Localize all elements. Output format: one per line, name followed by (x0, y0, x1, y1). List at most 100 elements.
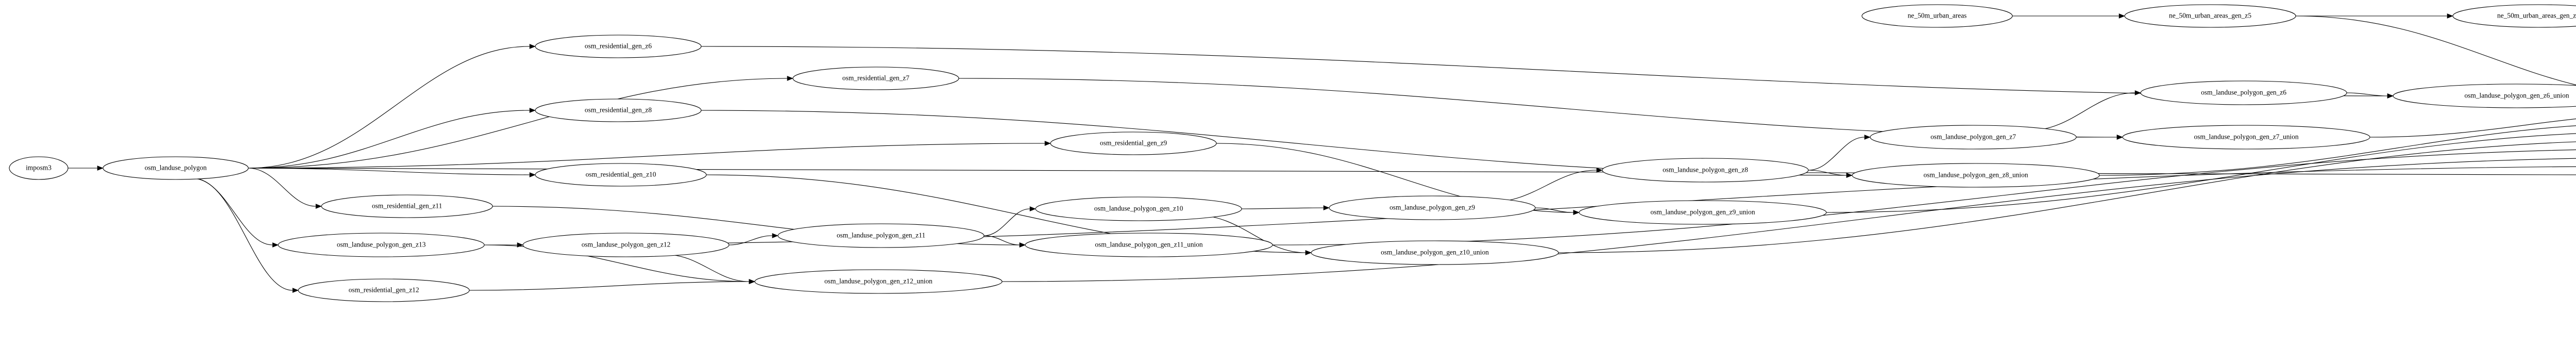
node-ellipse (1035, 196, 1242, 221)
node-label: osm_landuse_polygon_gen_z6_union (2464, 92, 2569, 100)
graph-node-osm_landuse_polygon_gen_z8[interactable]: osm_landuse_polygon_gen_z8 (1602, 158, 1809, 183)
graph-node-osm_landuse_polygon_gen_z6_union[interactable]: osm_landuse_polygon_gen_z6_union (2393, 84, 2576, 108)
arrow-head-icon (1846, 173, 1853, 178)
graph-node-osm_landuse_polygon_gen_z10[interactable]: osm_landuse_polygon_gen_z10 (1035, 196, 1242, 221)
edge-line (664, 254, 749, 282)
node-label: osm_residential_gen_z7 (842, 74, 909, 82)
graph-node-osm_residential_gen_z11[interactable]: osm_residential_gen_z11 (321, 194, 493, 218)
arrow-head-icon (1573, 210, 1580, 215)
edge-line (1808, 137, 1865, 171)
arrow-head-icon (1019, 242, 1026, 248)
graph-edge-osm_landuse_polygon_gen_z8-to-osm_landuse_polygon_gen_z8_union (1808, 170, 1853, 178)
node-label: osm_residential_gen_z11 (372, 202, 442, 210)
arrow-head-icon (1864, 135, 1871, 140)
arrow-head-icon (315, 204, 322, 209)
graph-edge-osm_landuse_polygon_gen_z11_union-to-layer_landuse_z11 (1272, 149, 2576, 245)
edge-line (193, 178, 293, 291)
graph-node-osm_landuse_polygon_gen_z7[interactable]: osm_landuse_polygon_gen_z7 (1870, 125, 2077, 150)
graph-node-osm_residential_gen_z12[interactable]: osm_residential_gen_z12 (298, 278, 470, 302)
graph-node-osm_landuse_polygon_gen_z11_union[interactable]: osm_landuse_polygon_gen_z11_union (1025, 233, 1273, 257)
node-ellipse (9, 156, 69, 180)
edge-line (1558, 141, 2576, 253)
graph-edge-osm_landuse_polygon_gen_z7_union-to-layer_landuse_z7 (2369, 118, 2576, 138)
graph-edge-osm_landuse_polygon_gen_z11-to-osm_landuse_polygon_gen_z11_union (984, 235, 1026, 248)
node-label: osm_residential_gen_z6 (585, 42, 652, 50)
graph-edge-osm_residential_gen_z6-to-osm_landuse_polygon_gen_z6_union (701, 46, 2394, 98)
graph-node-osm_landuse_polygon_gen_z6[interactable]: osm_landuse_polygon_gen_z6 (2140, 80, 2347, 105)
node-ellipse (535, 163, 707, 187)
graph-node-osm_residential_gen_z9[interactable]: osm_residential_gen_z9 (1050, 131, 1217, 155)
graph-edge-imposm3-to-osm_landuse_polygon (68, 166, 104, 171)
arrow-head-icon (2116, 135, 2123, 140)
graph-edge-osm_landuse_polygon_gen_z8-to-osm_landuse_polygon_gen_z7 (1808, 135, 1871, 171)
graph-edge-osm_residential_gen_z12-to-osm_landuse_polygon_gen_z12_union (469, 279, 755, 291)
arrow-head-icon (97, 166, 104, 171)
edge-line (248, 46, 530, 169)
edge-line (1490, 170, 1597, 203)
graph-edge-osm_landuse_polygon_gen_z9_union-to-layer_landuse_z9 (1826, 133, 2576, 213)
graph-node-osm_landuse_polygon_gen_z13[interactable]: osm_landuse_polygon_gen_z13 (278, 233, 485, 257)
edge-line (248, 110, 530, 169)
graph-node-osm_landuse_polygon_gen_z12[interactable]: osm_landuse_polygon_gen_z12 (522, 233, 730, 257)
graph-edge-osm_landuse_polygon-to-osm_residential_gen_z9 (248, 141, 1051, 169)
node-label: osm_landuse_polygon (145, 164, 207, 172)
edge-line (1241, 207, 1324, 209)
arrow-head-icon (1305, 250, 1312, 255)
node-ellipse (321, 194, 493, 218)
graph-node-imposm3[interactable]: imposm3 (9, 156, 69, 180)
arrow-head-icon (1323, 205, 1330, 210)
graph-node-osm_residential_gen_z7[interactable]: osm_residential_gen_z7 (792, 67, 959, 90)
node-ellipse (2140, 80, 2347, 105)
node-label: osm_landuse_polygon_gen_z11_union (1095, 241, 1203, 249)
graph-node-osm_landuse_polygon_gen_z7_union[interactable]: osm_landuse_polygon_gen_z7_union (2122, 125, 2370, 150)
node-ellipse (1602, 158, 1809, 183)
node-label: ne_50m_urban_areas_gen_z5 (2169, 12, 2251, 20)
node-ellipse (1311, 240, 1559, 265)
graph-node-osm_residential_gen_z8[interactable]: osm_residential_gen_z8 (535, 98, 702, 122)
graph-node-osm_landuse_polygon_gen_z11[interactable]: osm_landuse_polygon_gen_z11 (777, 223, 985, 248)
node-label: osm_landuse_polygon_gen_z9_union (1650, 208, 1755, 216)
graph-node-osm_residential_gen_z6[interactable]: osm_residential_gen_z6 (535, 35, 702, 58)
graph-node-osm_landuse_polygon_gen_z8_union[interactable]: osm_landuse_polygon_gen_z8_union (1852, 163, 2100, 188)
graph-node-osm_landuse_polygon_gen_z9_union[interactable]: osm_landuse_polygon_gen_z9_union (1579, 200, 1827, 225)
graph-edge-ne_50m_urban_areas-to-ne_50m_urban_areas_gen_z5 (2012, 13, 2125, 19)
graph-edge-osm_landuse_polygon_gen_z8_union-to-layer_landuse_z8 (2099, 125, 2576, 176)
edge-line (2369, 118, 2576, 138)
arrow-head-icon (529, 108, 536, 113)
edge-line (2028, 92, 2135, 131)
graph-edge-ne_50m_urban_areas_gen_z4-to-layer_landuse_z4 (2569, 25, 2576, 26)
node-label: osm_landuse_polygon_gen_z12 (582, 241, 671, 249)
graph-edge-osm_landuse_polygon-to-osm_residential_gen_z12 (193, 178, 299, 293)
graph-node-osm_residential_gen_z10[interactable]: osm_residential_gen_z10 (535, 163, 707, 187)
edges-layer (68, 13, 2576, 293)
node-ellipse (1579, 200, 1827, 225)
arrow-head-icon (529, 172, 536, 177)
graph-node-osm_landuse_polygon_gen_z10_union[interactable]: osm_landuse_polygon_gen_z10_union (1311, 240, 1559, 265)
graph-node-ne_50m_urban_areas_gen_z4[interactable]: ne_50m_urban_areas_gen_z4 (2452, 4, 2576, 28)
arrow-head-icon (772, 233, 778, 238)
node-label: osm_landuse_polygon_gen_z9 (1389, 204, 1475, 211)
node-ellipse (103, 156, 249, 180)
node-ellipse (535, 98, 702, 122)
graph-node-osm_landuse_polygon[interactable]: osm_landuse_polygon (103, 156, 249, 180)
graph-node-osm_landuse_polygon_gen_z12_union[interactable]: osm_landuse_polygon_gen_z12_union (754, 269, 1003, 294)
graph-node-ne_50m_urban_areas[interactable]: ne_50m_urban_areas (1861, 4, 2013, 28)
graph-edge-osm_landuse_polygon_gen_z9-to-osm_landuse_polygon_gen_z8 (1490, 168, 1603, 203)
graph-edge-osm_landuse_polygon-to-osm_residential_gen_z8 (248, 108, 536, 169)
node-label: osm_landuse_polygon_gen_z13 (337, 241, 426, 249)
graph-edge-osm_landuse_polygon_gen_z11-to-osm_landuse_polygon_gen_z10 (984, 206, 1036, 236)
graph-node-osm_landuse_polygon_gen_z9[interactable]: osm_landuse_polygon_gen_z9 (1329, 195, 1536, 220)
arrow-head-icon (1596, 168, 1603, 173)
arrow-head-icon (529, 44, 536, 49)
graph-edge-osm_landuse_polygon_gen_z12_union-to-layer_landuse_z12 (1002, 158, 2576, 282)
edge-line (701, 46, 2387, 96)
node-ellipse (1329, 195, 1536, 220)
node-ellipse (1852, 163, 2100, 188)
graph-edge-osm_landuse_polygon_gen_z12-to-osm_landuse_polygon_gen_z11 (728, 233, 778, 245)
node-ellipse (1025, 233, 1273, 257)
graph-edge-osm_landuse_polygon_gen_z6-to-osm_landuse_polygon_gen_z6_union (2346, 92, 2394, 98)
graph-node-ne_50m_urban_areas_gen_z5[interactable]: ne_50m_urban_areas_gen_z5 (2124, 4, 2296, 28)
node-ellipse (2124, 4, 2296, 28)
node-label: osm_landuse_polygon_gen_z7 (1930, 133, 2016, 141)
edge-line (2569, 25, 2576, 26)
